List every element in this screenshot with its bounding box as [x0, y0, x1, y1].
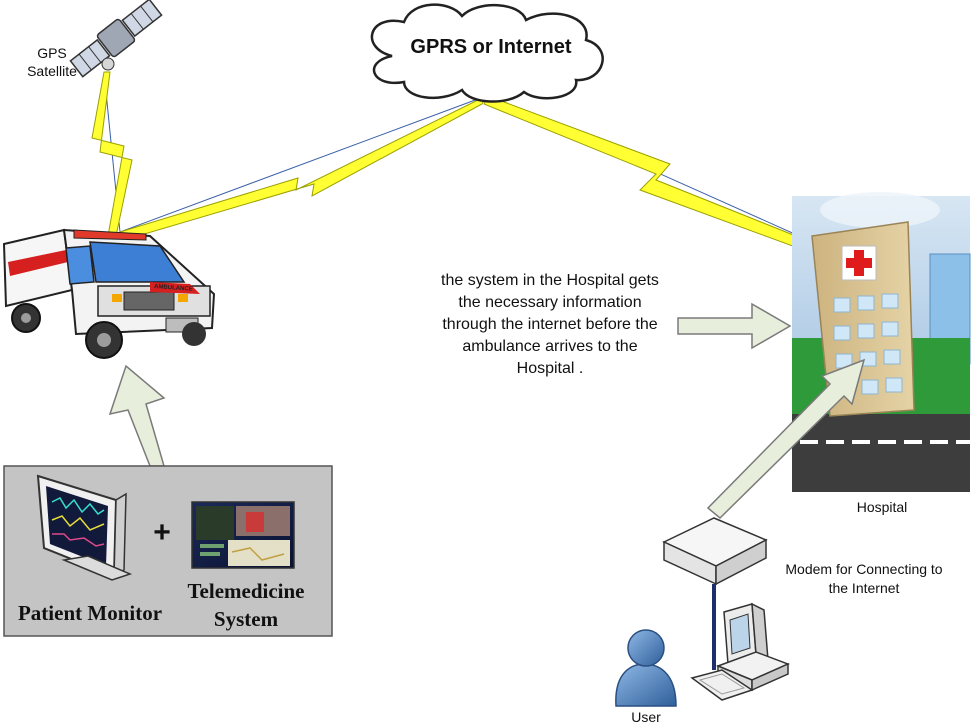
arrow-message-to-hospital — [677, 302, 792, 350]
hospital-label: Hospital — [856, 499, 908, 515]
arrow-modem-to-hospital — [706, 358, 866, 520]
gps-satellite-label-line: Satellite — [27, 63, 77, 79]
modem-label-line: Modem for Connecting to — [785, 561, 943, 577]
hospital-message-line: the system in the Hospital gets — [441, 272, 659, 289]
computer-icon — [690, 602, 790, 701]
patient-monitor-label: Patient Monitor — [17, 601, 163, 625]
hospital-message-line: the necessary information — [458, 294, 642, 311]
hospital-message-label: the system in the Hospital gets the nece… — [404, 270, 696, 380]
telemedicine-label: Telemedicine System — [170, 577, 322, 633]
link-lines — [103, 71, 827, 249]
gps-satellite-label: GPS Satellite — [14, 44, 90, 80]
hospital-message-line: through the internet before the — [442, 316, 658, 333]
modem-label: Modem for Connecting to the Internet — [764, 560, 964, 598]
plus-sign: + — [153, 516, 171, 549]
user-label: User — [631, 709, 661, 725]
telemedicine-screen-icon — [191, 501, 295, 569]
lightning-cloud-to-hospital — [483, 95, 827, 257]
modem-icon — [662, 517, 768, 586]
satellite-icon — [69, 0, 163, 78]
arrow-panel-to-ambulance — [108, 364, 166, 467]
ambulance-hood-text: AMBULANCE — [154, 284, 193, 293]
ambulance-icon — [2, 228, 216, 359]
cloud-label: GPRS or Internet — [410, 36, 572, 58]
cloud-icon — [370, 3, 604, 103]
hospital-icon — [792, 192, 971, 492]
modem-label-line: the Internet — [828, 580, 900, 596]
user-icon — [615, 629, 677, 707]
telemedicine-label-line: Telemedicine — [187, 579, 305, 603]
hospital-message-line: Hospital . — [516, 360, 584, 377]
telemedicine-label-line: System — [213, 607, 279, 631]
lightning-ambulance-to-cloud — [119, 94, 488, 241]
lightning-satellite-to-ambulance — [91, 71, 133, 237]
hospital-message-line: ambulance arrives to the — [462, 338, 638, 355]
gps-satellite-label-line: GPS — [37, 45, 67, 61]
patient-monitor-icon — [36, 474, 133, 581]
